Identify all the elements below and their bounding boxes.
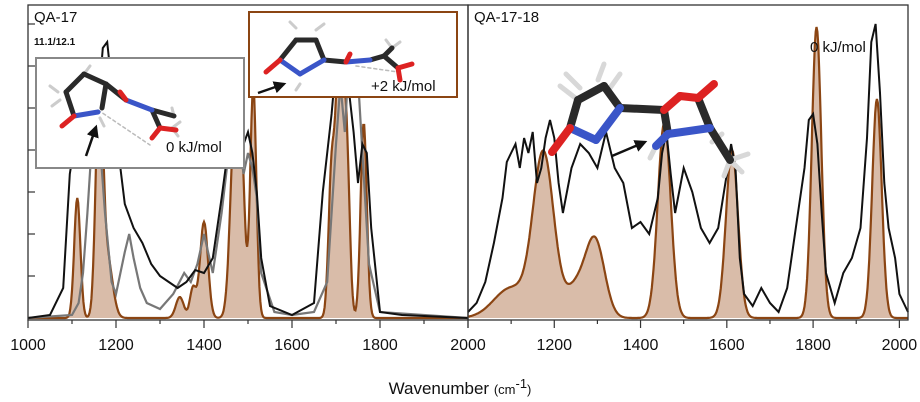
x-tick-label: 2000 xyxy=(882,337,918,354)
panel-left-xticks: 1000 1200 1400 1600 1800 2000 xyxy=(10,320,486,354)
x-tick-label: 1400 xyxy=(186,337,222,354)
x-axis-label: Wavenumber (cm-1) xyxy=(389,376,532,398)
panel-right-title: QA-17-18 xyxy=(474,9,539,26)
arrow-icon xyxy=(257,81,287,95)
series-calc-brown-line xyxy=(467,26,908,320)
x-tick-label: 1600 xyxy=(709,337,745,354)
panel-left-yticks xyxy=(28,23,35,277)
inset-brown-energy: +2 kJ/mol xyxy=(371,78,436,95)
x-tick-label: 1800 xyxy=(795,337,831,354)
x-tick-label: 1600 xyxy=(274,337,310,354)
series-calc-gray-line xyxy=(27,32,469,320)
inset-brown: +2 kJ/mol xyxy=(248,11,458,98)
panel-left-subtitle: 11.1/12.1 xyxy=(34,37,76,48)
inset-gray: 0 kJ/mol xyxy=(35,57,245,169)
panel-left: 1000 1200 1400 1600 1800 2000 QA-17 11.1/12.1 xyxy=(10,4,486,354)
panel-right-frame xyxy=(467,4,909,321)
x-tick-label: 2000 xyxy=(450,337,486,354)
arrow-icon xyxy=(611,140,648,158)
series-calc-brown-fill xyxy=(28,21,468,318)
x-tick-label: 1200 xyxy=(536,337,572,354)
panel-right-xticks: 1200 1400 1600 1800 2000 xyxy=(467,320,918,354)
panel-right-energy: 0 kJ/mol xyxy=(810,39,866,56)
molecule-structure-icon xyxy=(48,64,182,146)
x-tick-label: 1200 xyxy=(98,337,134,354)
x-tick-label: 1800 xyxy=(362,337,398,354)
series-experiment-line xyxy=(467,23,909,314)
x-tick-label: 1000 xyxy=(10,337,46,354)
inset-gray-energy: 0 kJ/mol xyxy=(166,139,222,156)
panel-right: 1200 1400 1600 1800 2000 QA-17-18 0 kJ/mol xyxy=(467,4,918,354)
x-tick-label: 1400 xyxy=(623,337,659,354)
molecule-structure-icon xyxy=(263,20,415,92)
arrow-icon xyxy=(84,124,99,157)
molecule-structure-icon xyxy=(548,61,751,179)
panel-left-title: QA-17 xyxy=(34,9,77,26)
